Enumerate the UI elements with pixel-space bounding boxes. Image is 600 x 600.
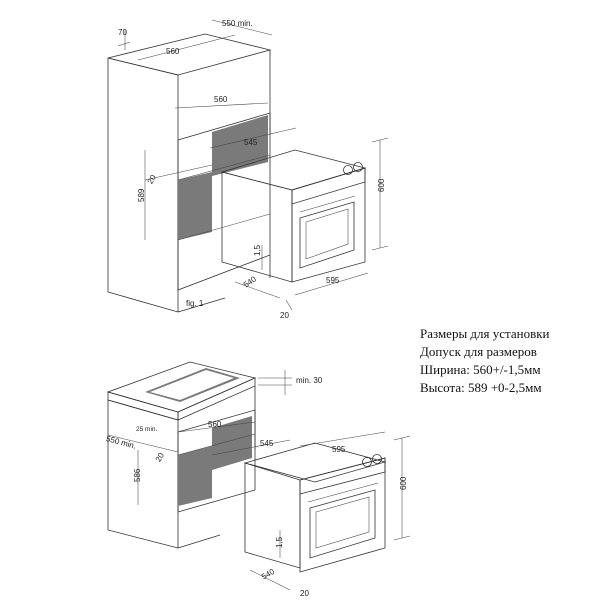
oven-knob-left-icon: [343, 165, 353, 175]
oven-control-panel: [291, 167, 366, 205]
dim-600: 600: [399, 476, 408, 490]
oven-knob-left-icon: [362, 457, 372, 467]
niche-back-wall: [212, 416, 252, 470]
dim-600: 600: [377, 178, 386, 192]
niche-back-wall: [212, 115, 268, 176]
cabinet-front: [107, 57, 179, 313]
dim-595: 595: [332, 445, 346, 454]
oven-door-window: [299, 201, 355, 269]
dim-1-5: 1,5: [275, 536, 284, 548]
dim-540: 540: [260, 567, 277, 582]
undercounter-cabinet-diagram: min. 30 25 min. 550 min. 560 20 545 595 …: [105, 361, 411, 598]
dim-540: 540: [242, 274, 259, 289]
dim-560-mid: 560: [214, 95, 228, 104]
column-cabinet-diagram: 70 550 min. 560 560 545 20 589 600 1,5 5…: [107, 19, 389, 320]
dim-min-30: min. 30: [296, 376, 323, 385]
cabinet-top: [107, 33, 272, 76]
note-tolerance: Допуск для размеров: [420, 344, 537, 359]
dim-550-min: 550 min.: [222, 19, 253, 28]
oven-knob-right-icon: [353, 162, 363, 172]
niche-side-wall: [178, 172, 212, 240]
note-installation-dimensions: Размеры для установки: [420, 326, 550, 341]
dim-70: 70: [118, 28, 127, 37]
cabinet-front: [107, 399, 179, 549]
dim-586: 586: [133, 468, 142, 482]
dim-595: 595: [326, 276, 340, 285]
dim-20-bottom: 20: [300, 589, 309, 598]
oven-control-panel: [299, 457, 386, 495]
oven-knob-right-icon: [372, 454, 382, 464]
figure-label: fig. 1: [186, 299, 204, 308]
dim-20-left: 20: [146, 173, 159, 186]
oven-door-window: [309, 489, 376, 559]
dim-545: 545: [260, 439, 274, 448]
installation-notes: Размеры для установки Допуск для размеро…: [420, 325, 598, 397]
niche-side-wall: [178, 446, 212, 506]
dim-25-min: 25 min.: [136, 426, 158, 433]
dim-589: 589: [137, 188, 146, 202]
note-height: Высота: 589 +0-2,5мм: [420, 380, 542, 395]
oven-body-side: [244, 462, 301, 569]
dim-560: 560: [208, 420, 222, 429]
dim-20: 20: [154, 451, 167, 464]
oven-body-side: [221, 171, 293, 283]
dim-560-top: 560: [166, 47, 180, 56]
dim-20-bottom: 20: [280, 311, 289, 320]
note-width: Ширина: 560+/-1,5мм: [420, 362, 541, 377]
dim-1-5: 1,5: [253, 244, 262, 256]
dim-545: 545: [244, 138, 258, 147]
dim-550-min: 550 min.: [105, 434, 137, 451]
